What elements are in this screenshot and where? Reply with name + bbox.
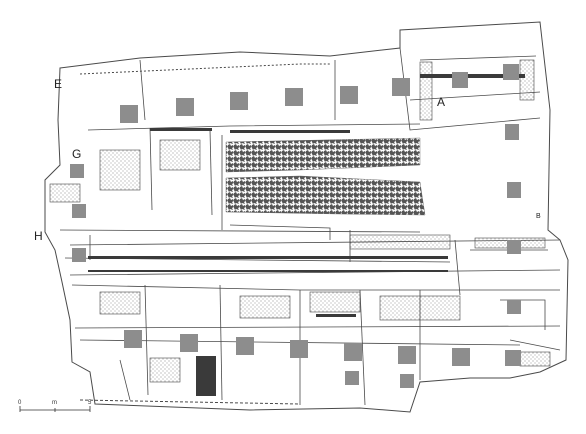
area-label-g: G: [72, 147, 81, 161]
vegetation-area: [225, 137, 426, 216]
scale-label-unit: m: [52, 400, 57, 406]
scale-label-zero: 0: [18, 400, 22, 406]
survey-markers: [70, 64, 521, 388]
area-label-b: B: [536, 213, 541, 220]
area-label-a: A: [437, 95, 445, 109]
scale-label-five: 5: [88, 400, 92, 406]
area-labels: A B E G H: [34, 77, 541, 243]
hatched-walls: [49, 59, 551, 383]
site-outline: [44, 21, 569, 413]
area-label-h: H: [34, 229, 43, 243]
wall-lines: [59, 47, 561, 406]
area-label-e: E: [54, 77, 62, 91]
dark-walls: [88, 74, 525, 396]
scale-bar: 0 m 5: [18, 400, 92, 412]
